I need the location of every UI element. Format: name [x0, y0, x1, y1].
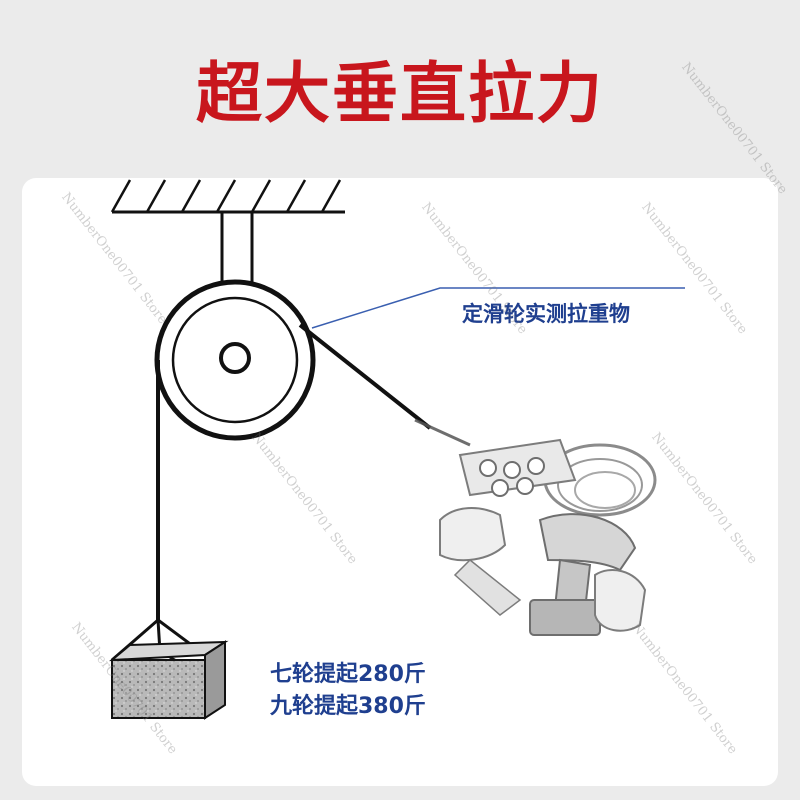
fixed-pulley — [154, 279, 316, 441]
weight-block — [109, 640, 229, 720]
ceiling — [110, 179, 345, 214]
nine-wheel-spec: 九轮提起380斤 — [270, 694, 426, 719]
cable-puller-tool — [414, 418, 657, 636]
page-title: 超大垂直拉力 — [196, 55, 604, 132]
seven-wheel-spec: 七轮提起280斤 — [270, 662, 426, 687]
fixed-pulley-label: 定滑轮实测拉重物 — [462, 302, 630, 326]
rope-right — [298, 323, 432, 430]
callout-line — [311, 287, 685, 329]
